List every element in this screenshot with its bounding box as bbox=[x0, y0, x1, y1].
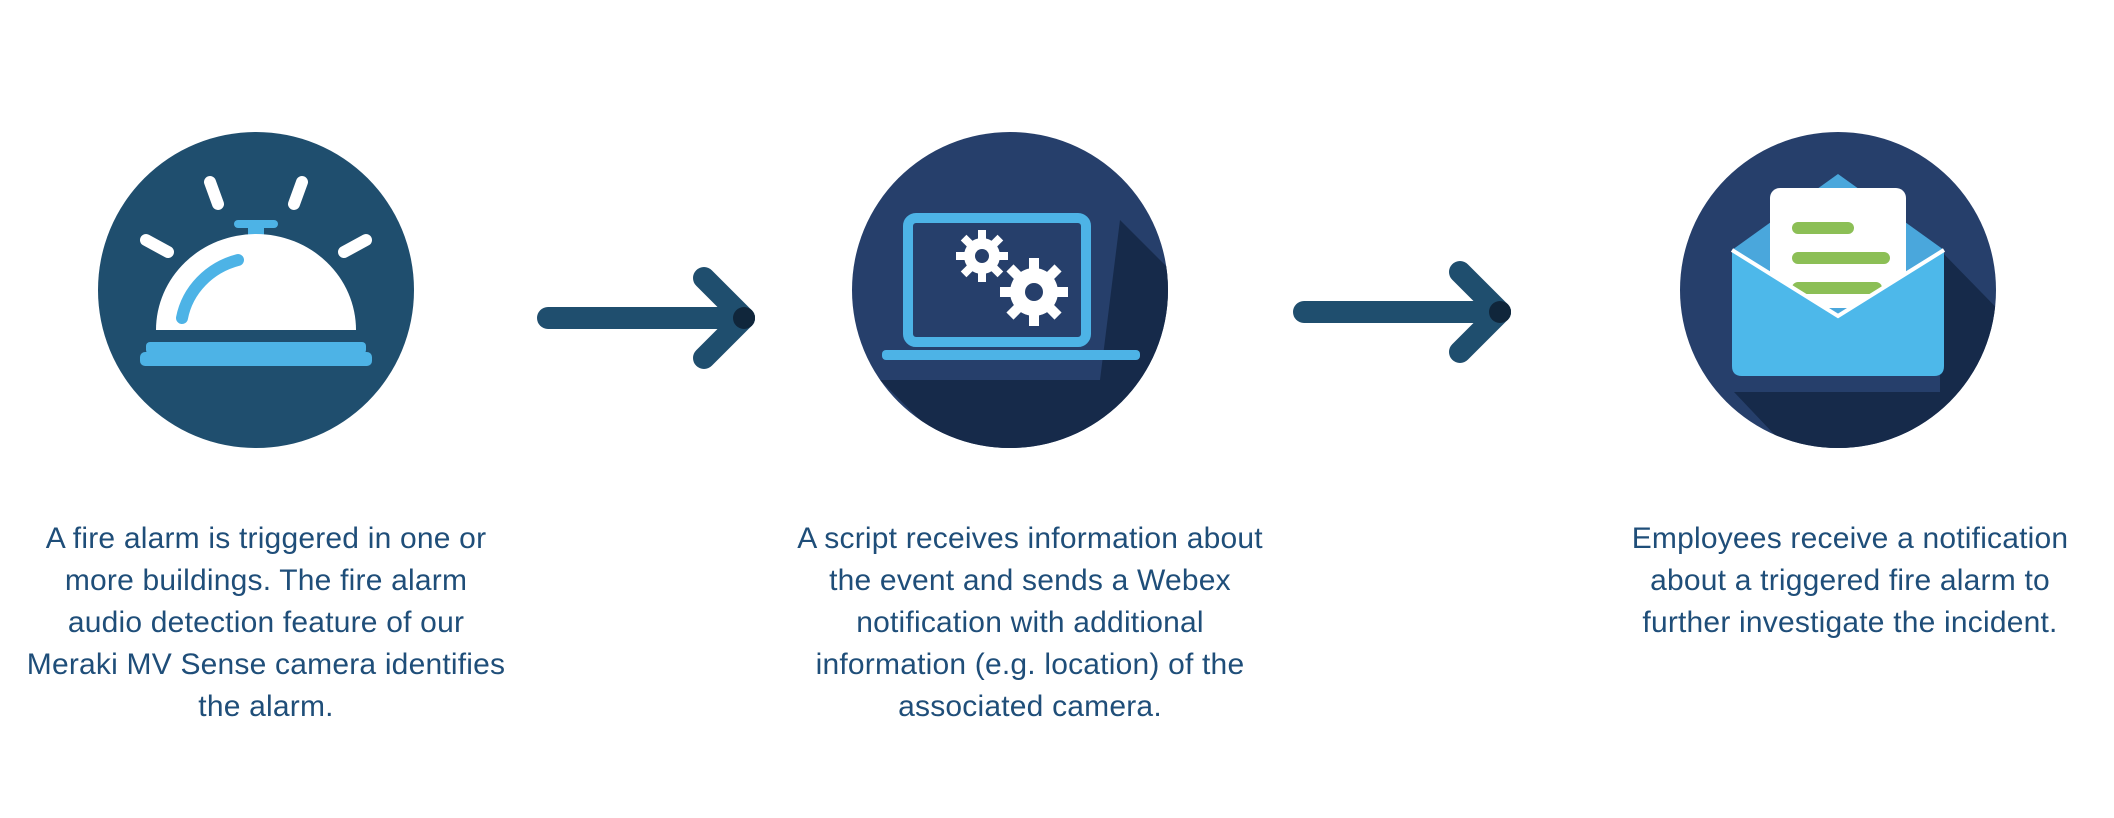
caption-line: about a triggered fire alarm to bbox=[1650, 564, 2050, 597]
caption-line: Employees receive a notification bbox=[1631, 522, 2069, 555]
envelope-letter-icon bbox=[1680, 132, 1996, 448]
laptop-gears-icon bbox=[852, 132, 1168, 448]
step-1-caption: A fire alarm is triggered in one or more… bbox=[6, 518, 526, 728]
arrow-2 bbox=[1293, 261, 1511, 363]
step-3-icon bbox=[1678, 130, 1998, 450]
caption-line: information (e.g. location) of the bbox=[815, 648, 1245, 681]
caption-line: A fire alarm is triggered in one or bbox=[45, 522, 487, 555]
caption-line: notification with additional bbox=[856, 606, 1204, 639]
caption-line: A script receives information about bbox=[797, 522, 1263, 555]
caption-line: more buildings. The fire alarm bbox=[64, 564, 468, 597]
step-3-caption: Employees receive a notification about a… bbox=[1590, 518, 2110, 644]
caption-line: associated camera. bbox=[898, 690, 1162, 723]
caption-line: Meraki MV Sense camera identifies bbox=[26, 648, 506, 681]
step-1-icon bbox=[96, 130, 416, 450]
caption-line: the event and sends a Webex bbox=[829, 564, 1231, 597]
service-bell-icon bbox=[98, 132, 414, 448]
caption-line: further investigate the incident. bbox=[1642, 606, 2058, 639]
step-2-caption: A script receives information about the … bbox=[770, 518, 1290, 728]
caption-line: the alarm. bbox=[198, 690, 334, 723]
arrow-1 bbox=[537, 267, 755, 369]
step-2-icon bbox=[850, 130, 1170, 450]
caption-line: audio detection feature of our bbox=[67, 606, 465, 639]
